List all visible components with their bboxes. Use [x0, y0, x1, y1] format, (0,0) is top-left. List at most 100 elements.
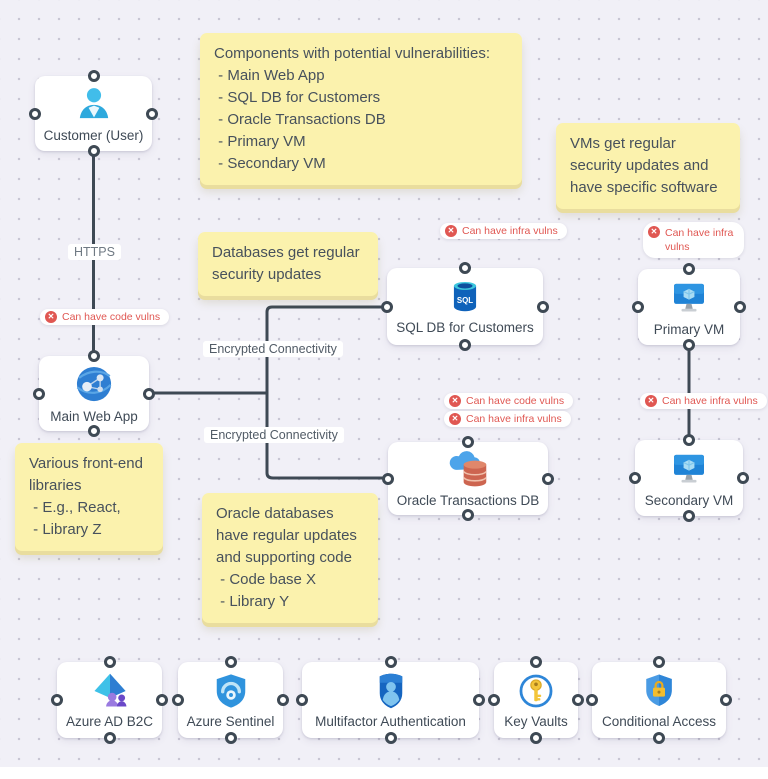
node-label: Secondary VM — [644, 492, 734, 508]
node-azure-ad-b2c[interactable]: Azure AD B2C — [51, 656, 168, 744]
port-top[interactable] — [683, 263, 695, 275]
note-frontend-libraries[interactable]: Various front-end libraries - E.g., Reac… — [15, 443, 163, 552]
web-app-globe-icon — [73, 363, 115, 405]
port-left[interactable] — [33, 387, 45, 400]
conditional-access-lock-shield-icon — [641, 672, 677, 710]
port-bottom[interactable] — [459, 339, 471, 351]
edge-webapp-to-oracledb[interactable] — [265, 391, 389, 480]
port-top[interactable] — [224, 656, 237, 668]
azure-sentinel-shield-icon — [212, 672, 250, 710]
port-left[interactable] — [172, 694, 184, 706]
port-right[interactable] — [720, 694, 732, 706]
node-label: Main Web App — [50, 409, 138, 424]
port-left[interactable] — [488, 694, 500, 706]
port-left[interactable] — [29, 107, 41, 120]
azure-ad-b2c-icon — [89, 672, 131, 710]
node-oracle-db[interactable]: Oracle Transactions DB — [382, 436, 554, 521]
port-right[interactable] — [277, 694, 289, 706]
port-left[interactable] — [296, 694, 308, 706]
node-main-web-app[interactable]: Main Web App — [33, 350, 155, 437]
node-label: SQL DB for Customers — [396, 320, 534, 335]
port-left[interactable] — [381, 300, 393, 313]
error-x-icon: ✕ — [648, 226, 660, 238]
mfa-person-shield-icon — [373, 672, 409, 710]
sql-icon-text: SQL — [457, 296, 473, 305]
sql-database-icon: SQL — [446, 278, 484, 316]
edge-webapp-to-sqldb[interactable] — [265, 305, 388, 395]
note-vm-updates[interactable]: VMs get regular security updates and hav… — [556, 123, 740, 210]
port-left[interactable] — [51, 694, 63, 706]
node-label: Azure AD B2C — [65, 713, 154, 729]
port-bottom[interactable] — [87, 145, 100, 157]
port-right[interactable] — [146, 107, 158, 120]
port-bottom[interactable] — [653, 732, 665, 744]
node-secondary-vm[interactable]: Secondary VM — [629, 434, 749, 522]
port-bottom[interactable] — [103, 732, 116, 744]
port-bottom[interactable] — [683, 339, 695, 351]
node-label: Azure Sentinel — [186, 713, 275, 729]
note-oracle-updates[interactable]: Oracle databases have regular updates an… — [202, 493, 378, 624]
port-right[interactable] — [572, 694, 584, 706]
port-right[interactable] — [737, 472, 749, 484]
badge-infra-vulns-sqldb[interactable]: ✕ Can have infra vulns — [440, 223, 567, 239]
virtual-machine-icon — [669, 278, 709, 318]
port-left[interactable] — [382, 472, 394, 485]
node-primary-vm[interactable]: Primary VM — [632, 263, 746, 351]
node-label: Customer (User) — [43, 128, 144, 143]
node-azure-sentinel[interactable]: Azure Sentinel — [172, 656, 289, 744]
node-key-vaults[interactable]: Key Vaults — [488, 656, 584, 744]
port-right[interactable] — [734, 301, 746, 313]
port-left[interactable] — [629, 472, 641, 484]
badge-infra-vulns-primaryvm[interactable]: ✕ Can have infra vulns — [643, 222, 744, 259]
port-top[interactable] — [462, 436, 474, 448]
canvas-bottom-edge — [0, 767, 768, 779]
port-left[interactable] — [586, 694, 598, 706]
edge-label-encrypted-1[interactable]: Encrypted Connectivity — [203, 341, 343, 357]
badge-infra-vulns-oracledb[interactable]: ✕ Can have infra vulns — [444, 411, 571, 427]
port-bottom[interactable] — [683, 510, 695, 522]
node-multifactor-authentication[interactable]: Multifactor Authentication — [296, 656, 485, 744]
note-components-vulnerabilities[interactable]: Components with potential vulnerabilitie… — [200, 33, 522, 186]
node-sql-db[interactable]: SQL SQL DB for Customers — [381, 262, 549, 351]
node-label: Conditional Access — [601, 713, 717, 729]
port-bottom[interactable] — [224, 732, 237, 744]
port-right[interactable] — [143, 387, 155, 400]
note-database-updates[interactable]: Databases get regular security updates — [198, 232, 378, 297]
key-vault-icon — [517, 672, 555, 710]
port-top[interactable] — [653, 656, 665, 668]
port-top[interactable] — [459, 262, 471, 274]
port-left[interactable] — [632, 301, 644, 313]
port-bottom[interactable] — [530, 732, 542, 744]
node-label: Primary VM — [653, 321, 725, 337]
edge-label-encrypted-2[interactable]: Encrypted Connectivity — [204, 427, 344, 443]
port-right[interactable] — [537, 300, 549, 313]
error-x-icon: ✕ — [445, 225, 457, 237]
port-bottom[interactable] — [462, 509, 474, 521]
port-top[interactable] — [87, 70, 100, 82]
port-bottom[interactable] — [88, 425, 100, 437]
port-right[interactable] — [156, 694, 168, 706]
badge-code-vulns-oracledb[interactable]: ✕ Can have code vulns — [444, 393, 574, 409]
node-label: Key Vaults — [504, 713, 568, 729]
port-top[interactable] — [384, 656, 397, 668]
port-right[interactable] — [473, 694, 485, 706]
port-top[interactable] — [530, 656, 542, 668]
port-bottom[interactable] — [384, 732, 397, 744]
port-top[interactable] — [683, 434, 695, 446]
node-conditional-access[interactable]: Conditional Access — [586, 656, 732, 744]
user-icon — [74, 84, 114, 124]
node-label: Oracle Transactions DB — [396, 493, 540, 508]
edge-label-https[interactable]: HTTPS — [68, 244, 121, 260]
error-x-icon: ✕ — [449, 395, 461, 407]
error-x-icon: ✕ — [645, 395, 657, 407]
badge-code-vulns-webapp[interactable]: ✕ Can have code vulns — [40, 309, 170, 325]
port-top[interactable] — [88, 350, 100, 362]
node-customer[interactable]: Customer (User) — [29, 70, 158, 157]
badge-infra-vulns-secondaryvm[interactable]: ✕ Can have infra vulns — [640, 393, 767, 409]
virtual-machine-icon — [669, 449, 709, 489]
port-top[interactable] — [103, 656, 116, 668]
error-x-icon: ✕ — [45, 311, 57, 323]
node-label: Multifactor Authentication — [315, 713, 466, 729]
port-right[interactable] — [542, 472, 554, 485]
error-x-icon: ✕ — [449, 413, 461, 425]
